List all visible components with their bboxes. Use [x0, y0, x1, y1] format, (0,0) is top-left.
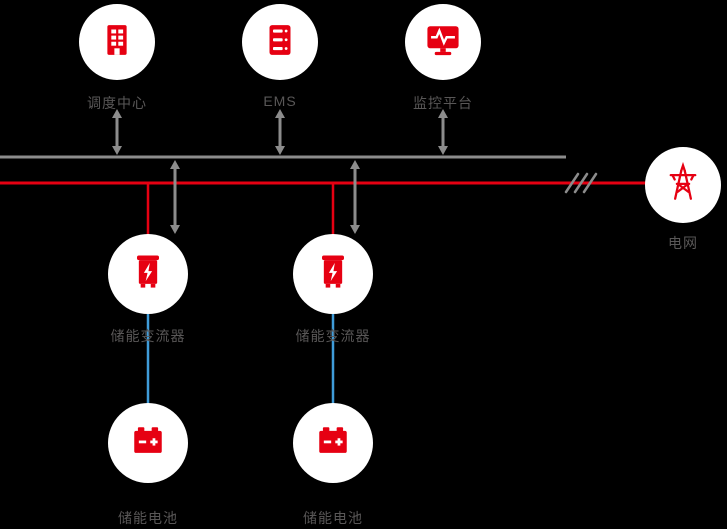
node-inverter-1 [108, 234, 188, 314]
comm-arrow-inverter-2 [350, 160, 360, 234]
node-label-ems: EMS [263, 93, 297, 109]
comm-arrow-monitoring [438, 109, 448, 155]
node-label-battery-1: 储能电池 [118, 510, 178, 526]
node-label-power-grid: 电网 [668, 235, 698, 251]
server-icon [259, 19, 301, 66]
node-monitoring-platform [405, 4, 481, 80]
node-battery-1 [108, 403, 188, 483]
inverter-bolt-icon [126, 250, 170, 299]
node-label-inverter-2: 储能变流器 [295, 328, 371, 344]
inverter-bolt-icon [311, 250, 355, 299]
node-ems [242, 4, 318, 80]
comm-arrow-ems [275, 109, 285, 155]
comm-arrow-inverter-1 [170, 160, 180, 234]
node-battery-2 [293, 403, 373, 483]
node-label-dispatch-center: 调度中心 [87, 95, 147, 111]
node-label-inverter-1: 储能变流器 [110, 328, 186, 344]
node-dispatch-center [79, 4, 155, 80]
building-icon [96, 19, 138, 66]
node-label-battery-2: 储能电池 [303, 510, 363, 526]
comm-arrow-dispatch [112, 109, 122, 155]
node-label-monitoring-platform: 监控平台 [413, 95, 473, 111]
transmission-tower-icon [662, 161, 704, 209]
node-power-grid [645, 147, 721, 223]
node-inverter-2 [293, 234, 373, 314]
monitor-heartbeat-icon [421, 18, 465, 67]
battery-icon [311, 419, 355, 468]
battery-icon [126, 419, 170, 468]
bus-break-slashes [564, 172, 598, 194]
